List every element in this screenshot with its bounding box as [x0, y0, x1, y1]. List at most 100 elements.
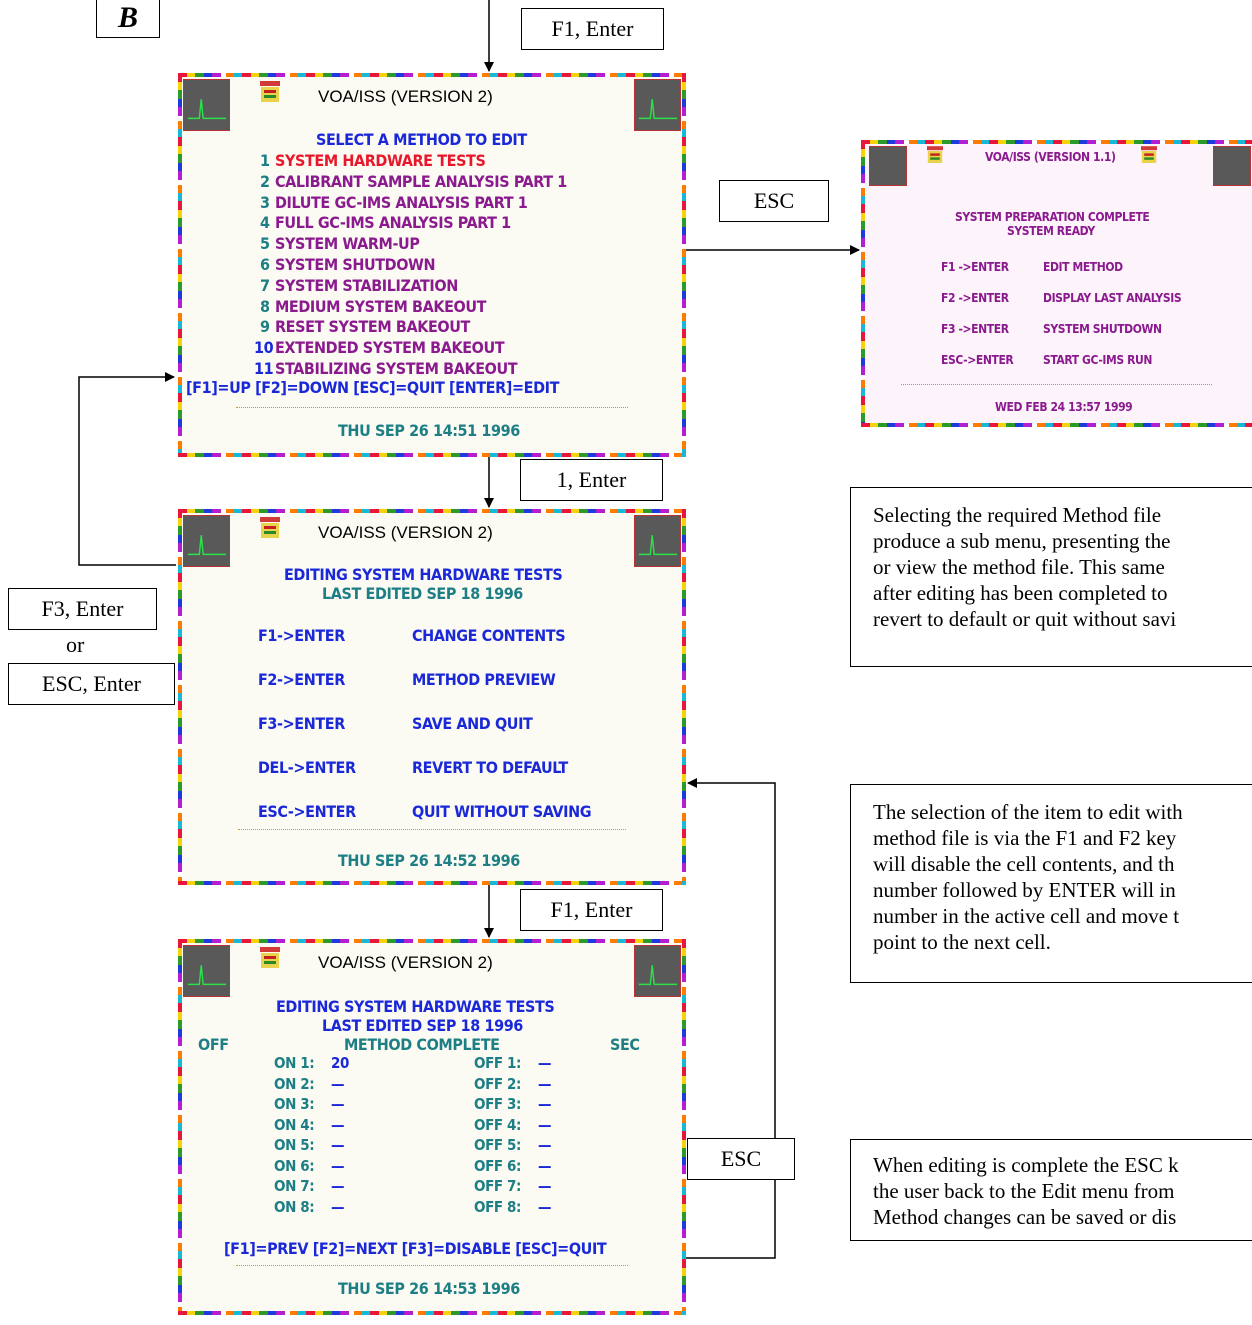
off-label: OFF 8:: [474, 1197, 521, 1216]
label-1-enter: 1, Enter: [520, 459, 663, 501]
on-value[interactable]: —: [331, 1074, 345, 1093]
sec-label: SEC: [610, 1035, 640, 1054]
note-line: method file is via the F1 and F2 key: [873, 826, 1177, 850]
off-value[interactable]: —: [538, 1095, 552, 1113]
screen-system-ready: VOA/ISS (VERSION 1.1) SYSTEM PREPARATION…: [861, 140, 1252, 427]
option-action[interactable]: DISPLAY LAST ANALYSIS: [1043, 291, 1182, 305]
label-esc-bottom: ESC: [687, 1138, 795, 1180]
method-item[interactable]: MEDIUM SYSTEM BAKEOUT: [275, 296, 487, 316]
option-key: F1 ->ENTER: [941, 260, 1009, 274]
chart-thumbnail-icon: [183, 945, 230, 997]
label-or: or: [66, 632, 85, 657]
method-number: 2: [260, 171, 270, 191]
note-line: revert to default or quit without savi: [873, 607, 1177, 631]
option-key: F1->ENTER: [258, 626, 345, 645]
option-key: F3->ENTER: [258, 714, 345, 733]
note-line: Method changes can be saved or dis: [873, 1205, 1177, 1229]
on-label: ON 8:: [274, 1197, 315, 1216]
method-number: 7: [260, 275, 270, 295]
off-label: OFF 1:: [474, 1054, 521, 1072]
option-action[interactable]: METHOD PREVIEW: [412, 670, 556, 689]
logo-icon: [260, 517, 280, 538]
off-label: OFF 7:: [474, 1177, 521, 1195]
method-item[interactable]: RESET SYSTEM BAKEOUT: [275, 317, 470, 337]
chart-thumbnail-icon: [634, 79, 681, 131]
method-item[interactable]: SYSTEM WARM-UP: [275, 234, 420, 254]
option-key: ESC->ENTER: [941, 353, 1014, 367]
on-value[interactable]: —: [331, 1136, 345, 1154]
chart-thumbnail-icon: [869, 146, 907, 186]
screen-title: VOA/ISS (VERSION 2): [318, 87, 493, 106]
on-value[interactable]: —: [331, 1156, 345, 1175]
method-number: 9: [260, 317, 270, 337]
date-time: THU SEP 26 14:52 1996: [338, 851, 520, 870]
option-action[interactable]: QUIT WITHOUT SAVING: [412, 802, 592, 821]
note-line: or view the method file. This same: [873, 555, 1165, 579]
method-item[interactable]: EXTENDED SYSTEM BAKEOUT: [275, 338, 505, 358]
note-line: The selection of the item to edit with: [873, 800, 1183, 824]
label-f1-enter-mid: F1, Enter: [520, 889, 663, 931]
option-action[interactable]: START GC-IMS RUN: [1043, 353, 1153, 367]
method-item[interactable]: STABILIZING SYSTEM BAKEOUT: [275, 359, 518, 378]
on-value[interactable]: —: [331, 1115, 345, 1134]
note-line: number followed by ENTER will in: [873, 878, 1176, 902]
off-value[interactable]: —: [538, 1197, 552, 1216]
chart-thumbnail-icon: [634, 515, 681, 567]
chart-thumbnail-icon: [183, 515, 230, 567]
key-help: [F1]=UP [F2]=DOWN [ESC]=QUIT [ENTER]=EDI…: [186, 378, 559, 397]
label-f1-enter-top: F1, Enter: [521, 8, 664, 50]
option-action[interactable]: SAVE AND QUIT: [412, 714, 533, 733]
method-item[interactable]: SYSTEM HARDWARE TESTS: [275, 151, 486, 170]
off-value[interactable]: —: [538, 1115, 552, 1134]
method-item[interactable]: SYSTEM STABILIZATION: [275, 275, 458, 295]
status-line: SYSTEM PREPARATION COMPLETE: [955, 210, 1150, 224]
label-esc-right: ESC: [719, 180, 829, 222]
on-label: ON 3:: [274, 1095, 315, 1113]
on-label: ON 2:: [274, 1074, 315, 1093]
off-label: OFF 2:: [474, 1074, 521, 1093]
chart-thumbnail-icon: [1213, 146, 1251, 186]
on-value[interactable]: —: [331, 1095, 345, 1113]
on-value[interactable]: —: [331, 1197, 345, 1216]
method-number: 8: [260, 296, 270, 316]
off-value[interactable]: —: [538, 1156, 552, 1175]
logo-icon: [1141, 146, 1157, 163]
note-line: will disable the cell contents, and th: [873, 852, 1175, 876]
method-item[interactable]: CALIBRANT SAMPLE ANALYSIS PART 1: [275, 171, 567, 191]
method-number: 5: [260, 234, 270, 254]
logo-icon: [260, 947, 280, 968]
logo-icon: [927, 146, 943, 163]
off-value[interactable]: —: [538, 1054, 552, 1072]
logo-icon: [260, 81, 280, 102]
on-value[interactable]: 20: [331, 1054, 349, 1072]
off-value[interactable]: —: [538, 1074, 552, 1093]
last-edited: LAST EDITED SEP 18 1996: [322, 584, 523, 603]
off-label: OFF 4:: [474, 1115, 521, 1134]
on-label: ON 4:: [274, 1115, 315, 1134]
screen-edit-menu: VOA/ISS (VERSION 2) EDITING SYSTEM HARDW…: [178, 509, 686, 885]
option-action[interactable]: EDIT METHOD: [1043, 260, 1123, 274]
option-action[interactable]: CHANGE CONTENTS: [412, 626, 566, 645]
on-label: ON 5:: [274, 1136, 315, 1154]
screen-edit-contents: VOA/ISS (VERSION 2) EDITING SYSTEM HARDW…: [178, 939, 686, 1315]
off-value[interactable]: —: [538, 1177, 552, 1195]
off-label: OFF: [198, 1035, 229, 1054]
option-action[interactable]: REVERT TO DEFAULT: [412, 758, 568, 777]
on-label: ON 6:: [274, 1156, 315, 1175]
option-key: F2 ->ENTER: [941, 291, 1009, 305]
key-help: [F1]=PREV [F2]=NEXT [F3]=DISABLE [ESC]=Q…: [224, 1239, 607, 1258]
option-action[interactable]: SYSTEM SHUTDOWN: [1043, 322, 1162, 336]
date-time: WED FEB 24 13:57 1999: [995, 400, 1133, 414]
method-item[interactable]: SYSTEM SHUTDOWN: [275, 255, 436, 274]
method-item[interactable]: DILUTE GC-IMS ANALYSIS PART 1: [275, 192, 528, 212]
off-value[interactable]: —: [538, 1136, 552, 1154]
on-value[interactable]: —: [331, 1177, 345, 1195]
method-status: METHOD COMPLETE: [344, 1035, 500, 1054]
note-line: Selecting the required Method file: [873, 503, 1162, 527]
method-item[interactable]: FULL GC-IMS ANALYSIS PART 1: [275, 213, 511, 233]
option-key: ESC->ENTER: [258, 802, 356, 821]
screen-method-select: VOA/ISS (VERSION 2) SELECT A METHOD TO E…: [178, 73, 686, 457]
screen-title: VOA/ISS (VERSION 2): [318, 523, 493, 542]
